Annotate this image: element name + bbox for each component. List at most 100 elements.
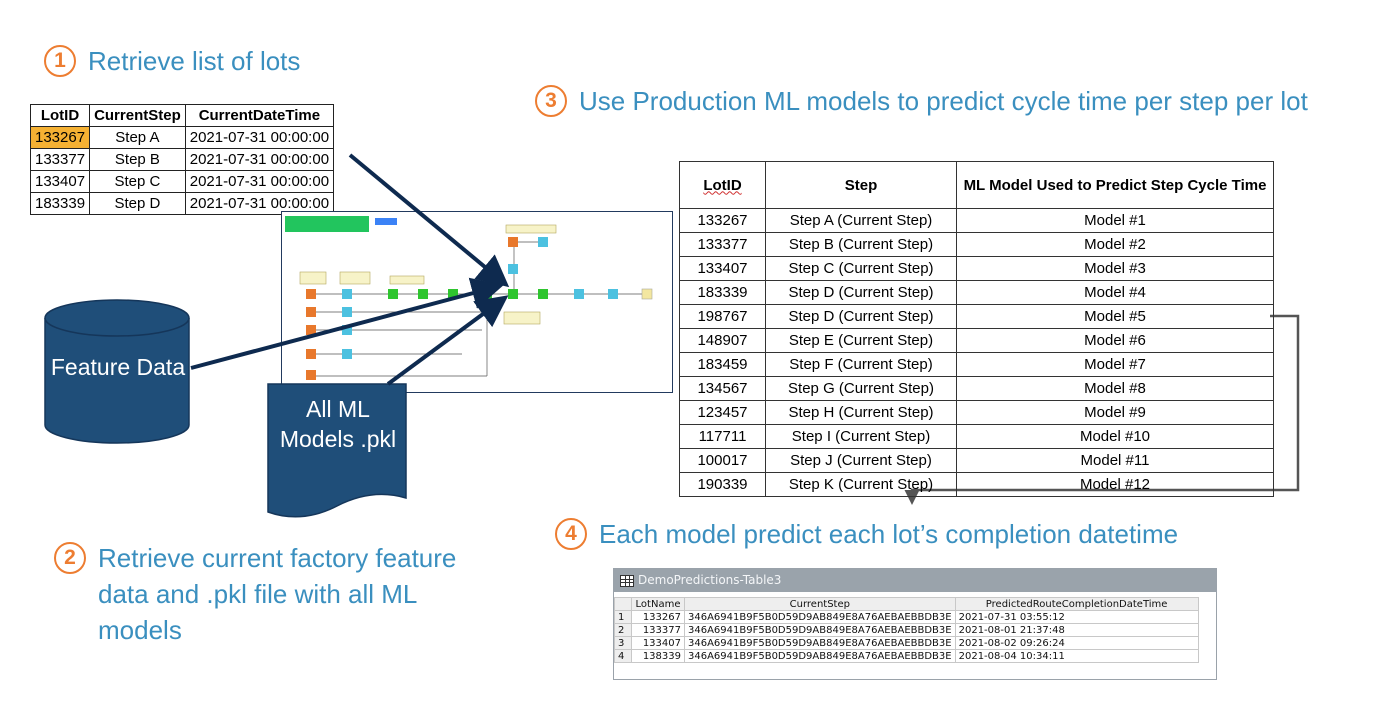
model-name-cell: Model #3 — [956, 256, 1274, 281]
model-step-cell: Step E (Current Step) — [765, 328, 957, 353]
step-4-title: Each model predict each lot’s completion… — [599, 519, 1179, 549]
model-step-cell: Step I (Current Step) — [765, 424, 957, 449]
step-2-heading: 2 Retrieve current factory feature data … — [54, 540, 498, 648]
model-name-cell: Model #7 — [956, 352, 1274, 377]
step-3-title: Use Production ML models to predict cycl… — [579, 86, 1308, 116]
workflow-node-icon — [574, 289, 584, 299]
step-3-heading: 3 Use Production ML models to predict cy… — [535, 83, 1308, 119]
pred-lotname-cell: 133377 — [631, 623, 685, 637]
model-lotid-cell: 133407 — [679, 256, 766, 281]
model-name-cell: Model #8 — [956, 376, 1274, 401]
lot-id-cell: 183339 — [29, 192, 91, 215]
workflow-node-icon — [342, 307, 352, 317]
model-step-cell: Step D (Current Step) — [765, 280, 957, 305]
model-lotid-cell: 123457 — [679, 400, 766, 425]
model-lotid-cell: 148907 — [679, 328, 766, 353]
lots-header-lotid: LotID — [29, 104, 91, 127]
pred-currentstep-cell: 346A6941B9F5B0D59D9AB849E8A76AEBAEBBDB3E — [684, 649, 956, 663]
pred-currentstep-cell: 346A6941B9F5B0D59D9AB849E8A76AEBAEBBDB3E — [684, 623, 956, 637]
models-header-lotid: LotID — [679, 161, 766, 209]
predictions-header-row: LotName CurrentStep PredictedRouteComple… — [614, 597, 1199, 611]
pred-lotname-cell: 133267 — [631, 610, 685, 624]
lot-id-cell: 133407 — [29, 170, 91, 193]
model-step-cell: Step C (Current Step) — [765, 256, 957, 281]
workflow-node-icon — [508, 289, 518, 299]
model-lotid-cell: 190339 — [679, 472, 766, 497]
lot-datetime-cell: 2021-07-31 00:00:00 — [184, 148, 335, 171]
model-step-cell: Step H (Current Step) — [765, 400, 957, 425]
row-number-cell: 4 — [614, 649, 632, 663]
model-name-cell: Model #9 — [956, 400, 1274, 425]
workflow-node-icon — [342, 289, 352, 299]
row-number-cell: 3 — [614, 636, 632, 650]
model-step-cell: Step G (Current Step) — [765, 376, 957, 401]
workflow-yellow-note — [505, 224, 557, 234]
feature-data-label: Feature Data — [50, 354, 186, 380]
workflow-yellow-note — [299, 271, 327, 285]
workflow-node-icon — [342, 349, 352, 359]
pred-header-lotname: LotName — [631, 597, 685, 611]
feature-data-cylinder — [44, 299, 190, 444]
arrow-feature-data-to-workflow — [190, 277, 504, 370]
models-table: LotID Step ML Model Used to Predict Step… — [679, 161, 1274, 497]
step-4-heading: 4 Each model predict each lot’s completi… — [555, 516, 1178, 552]
table-row: 183339 Step D 2021-07-31 00:00:00 — [29, 192, 335, 215]
lot-datetime-cell: 2021-07-31 00:00:00 — [184, 170, 335, 193]
lot-id-cell: 133377 — [29, 148, 91, 171]
arrow-lots-to-workflow — [348, 153, 510, 288]
pred-completion-cell: 2021-08-04 10:34:11 — [954, 649, 1199, 663]
model-lotid-cell: 183459 — [679, 352, 766, 377]
table-row: 133377 Step B 2021-07-31 00:00:00 — [29, 148, 335, 171]
workflow-node-icon — [448, 289, 458, 299]
workflow-node-icon — [306, 349, 316, 359]
predictions-window-title-bar: DemoPredictions-Table3 — [614, 569, 1216, 592]
step-1-number-icon: 1 — [44, 45, 76, 77]
model-name-cell: Model #6 — [956, 328, 1274, 353]
models-header-lotid-text: LotID — [703, 176, 742, 194]
lots-table: LotID CurrentStep CurrentDateTime 133267… — [29, 104, 335, 215]
model-name-cell: Model #1 — [956, 208, 1274, 233]
step-2-title: Retrieve current factory feature data an… — [98, 543, 457, 645]
ml-models-label: All ML Models .pkl — [279, 396, 397, 452]
lot-id-cell: 133267 — [29, 126, 91, 149]
model-name-cell: Model #10 — [956, 424, 1274, 449]
table-row: 133407 Step C 2021-07-31 00:00:00 — [29, 170, 335, 193]
model-name-cell: Model #11 — [956, 448, 1274, 473]
workflow-node-icon — [342, 325, 352, 335]
step-1-title: Retrieve list of lots — [88, 46, 301, 76]
models-header-step: Step — [765, 161, 957, 209]
model-lotid-cell: 100017 — [679, 448, 766, 473]
model-lotid-cell: 134567 — [679, 376, 766, 401]
workflow-node-icon — [388, 289, 398, 299]
row-number-cell: 2 — [614, 623, 632, 637]
workflow-green-note — [285, 216, 369, 232]
pred-header-completion: PredictedRouteCompletionDateTime — [954, 597, 1199, 611]
model-step-cell: Step F (Current Step) — [765, 352, 957, 377]
pred-currentstep-cell: 346A6941B9F5B0D59D9AB849E8A76AEBAEBBDB3E — [684, 636, 956, 650]
model-lotid-cell: 133377 — [679, 232, 766, 257]
workflow-node-icon — [306, 307, 316, 317]
model-step-cell: Step J (Current Step) — [765, 448, 957, 473]
pred-currentstep-cell: 346A6941B9F5B0D59D9AB849E8A76AEBAEBBDB3E — [684, 610, 956, 624]
lots-header-currentdatetime: CurrentDateTime — [184, 104, 335, 127]
predictions-window: DemoPredictions-Table3 LotName CurrentSt… — [613, 568, 1217, 680]
workflow-node-icon — [538, 237, 548, 247]
workflow-node-icon — [418, 289, 428, 299]
models-header-model: ML Model Used to Predict Step Cycle Time — [956, 161, 1274, 209]
predictions-grid: LotName CurrentStep PredictedRouteComple… — [614, 597, 1199, 663]
row-number-cell: 1 — [614, 610, 632, 624]
model-lotid-cell: 133267 — [679, 208, 766, 233]
row-number-header — [614, 597, 632, 611]
cylinder-body — [44, 318, 190, 444]
pred-lotname-cell: 138339 — [631, 649, 685, 663]
